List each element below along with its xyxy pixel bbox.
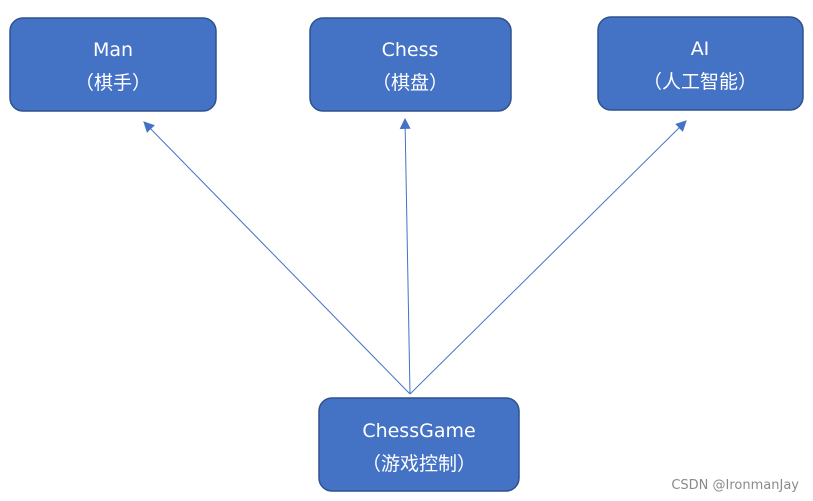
node-chessgame-box: [318, 397, 520, 492]
node-chess: Chess （棋盘）: [309, 17, 512, 112]
node-chessgame-subtitle: （游戏控制）: [362, 453, 476, 475]
node-man: Man （棋手）: [9, 17, 217, 112]
node-man-title: Man: [93, 39, 133, 61]
connector-chessgame-to-ai: [409, 120, 687, 395]
connector-chessgame-to-chess: [399, 117, 411, 395]
node-man-subtitle: （棋手）: [75, 72, 151, 94]
node-chessgame-title: ChessGame: [362, 420, 475, 442]
node-chess-box: [309, 17, 512, 112]
node-chessgame: ChessGame （游戏控制）: [318, 397, 520, 492]
node-chess-title: Chess: [382, 39, 439, 61]
node-ai-subtitle: （人工智能）: [643, 71, 757, 93]
node-chess-subtitle: （棋盘）: [372, 72, 448, 94]
node-ai-box: [597, 16, 804, 111]
connector-chessgame-to-man: [143, 121, 411, 395]
node-man-box: [9, 17, 217, 112]
node-ai: AI （人工智能）: [597, 16, 804, 111]
connectors: [143, 117, 687, 395]
node-ai-title: AI: [691, 38, 710, 60]
watermark: CSDN @IronmanJay: [671, 478, 799, 493]
